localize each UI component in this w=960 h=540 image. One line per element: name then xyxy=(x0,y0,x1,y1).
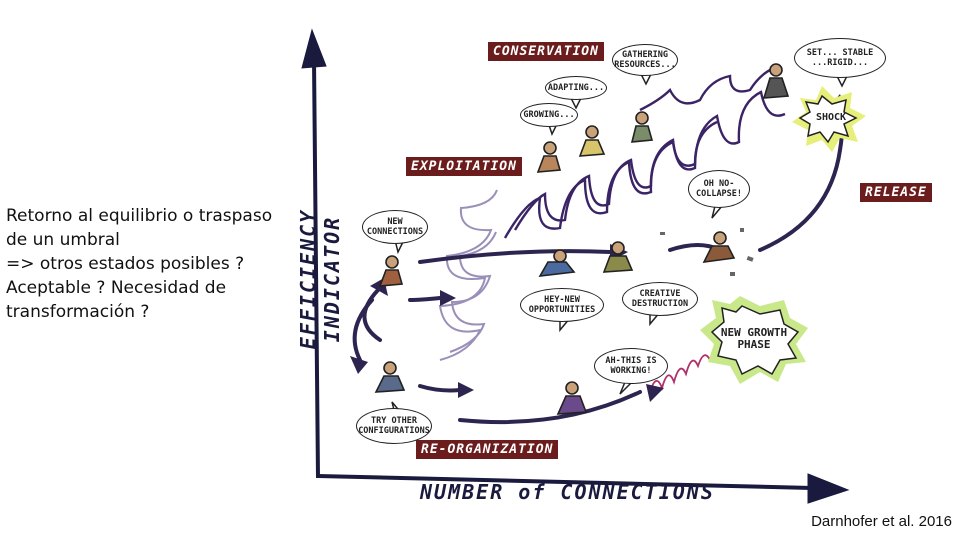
person-rigid xyxy=(762,63,790,99)
side-text-line-4: Aceptable ? Necesidad de xyxy=(6,278,227,298)
burst-shock: SHOCK xyxy=(815,111,847,123)
growth-burst xyxy=(700,296,808,384)
bubble-set-stable-rigid: SET... STABLE ...RIGID... xyxy=(794,38,886,78)
pink-scribble xyxy=(649,354,711,393)
loop-lower-right xyxy=(418,384,462,393)
phase-tag-reorganization: RE-ORGANIZATION xyxy=(416,440,559,459)
light-scribble xyxy=(438,189,498,361)
person-working xyxy=(556,381,588,415)
y-axis-arrow xyxy=(301,28,327,69)
side-text-line-5: transformación ? xyxy=(6,302,150,322)
dark-scribble xyxy=(503,66,786,239)
debris xyxy=(660,228,754,276)
bubble-hey-new-opportunities: HEY-NEW OPPORTUNITIES xyxy=(520,288,604,322)
phase-tag-release: RELEASE xyxy=(860,183,932,202)
x-axis-line xyxy=(317,474,813,490)
person-new-connections xyxy=(378,255,404,287)
phase-tag-exploitation: EXPLOITATION xyxy=(406,157,522,176)
bubble-try-other-configurations: TRY OTHER CONFIGURATIONS xyxy=(356,408,432,444)
person-falling-1 xyxy=(538,249,576,277)
side-annotation-text: Retorno al equilibrio o traspaso de un u… xyxy=(6,204,306,324)
loop-top-arrow xyxy=(418,249,612,264)
loop-left-down xyxy=(352,298,374,362)
people xyxy=(374,63,790,415)
y-axis-line xyxy=(312,59,320,479)
person-try-other xyxy=(374,361,406,393)
person-adapting xyxy=(578,125,606,157)
bubble-growing: GROWING... xyxy=(520,103,578,127)
person-gathering xyxy=(630,111,654,143)
person-falling-2 xyxy=(602,241,634,273)
bubble-new-connections: NEW CONNECTIONS xyxy=(362,210,428,244)
side-text-line-1: Retorno al equilibrio o traspaso xyxy=(6,206,273,226)
bubble-oh-no-collapse: OH NO- COLLAPSE! xyxy=(688,170,750,208)
bubble-ah-this-is-working: AH-THIS IS WORKING! xyxy=(594,348,668,384)
x-axis-label: NUMBER of CONNECTIONS xyxy=(420,480,715,504)
side-text-line-3: => otros estados posibles ? xyxy=(6,254,245,274)
loop-right-small xyxy=(408,296,442,302)
burst-new-growth-phase: NEW GROWTH PHASE xyxy=(720,326,788,351)
side-text-line-2: de un umbral xyxy=(6,230,120,250)
loop-left-up xyxy=(362,288,382,342)
phase-tag-conservation: CONSERVATION xyxy=(488,42,604,61)
bubble-creative-destruction: CREATIVE DESTRUCTION xyxy=(622,282,698,316)
loop-bottom-arrow xyxy=(458,390,642,425)
bubble-gathering-resources: GATHERING RESOURCES... xyxy=(612,44,678,76)
person-collapse xyxy=(702,231,736,263)
citation: Darnhofer et al. 2016 xyxy=(811,513,952,530)
shock-burst xyxy=(792,86,866,152)
axes xyxy=(301,28,850,504)
person-growing xyxy=(536,141,562,173)
bubble-adapting: ADAPTING... xyxy=(545,76,607,100)
x-axis-arrow xyxy=(807,473,850,504)
